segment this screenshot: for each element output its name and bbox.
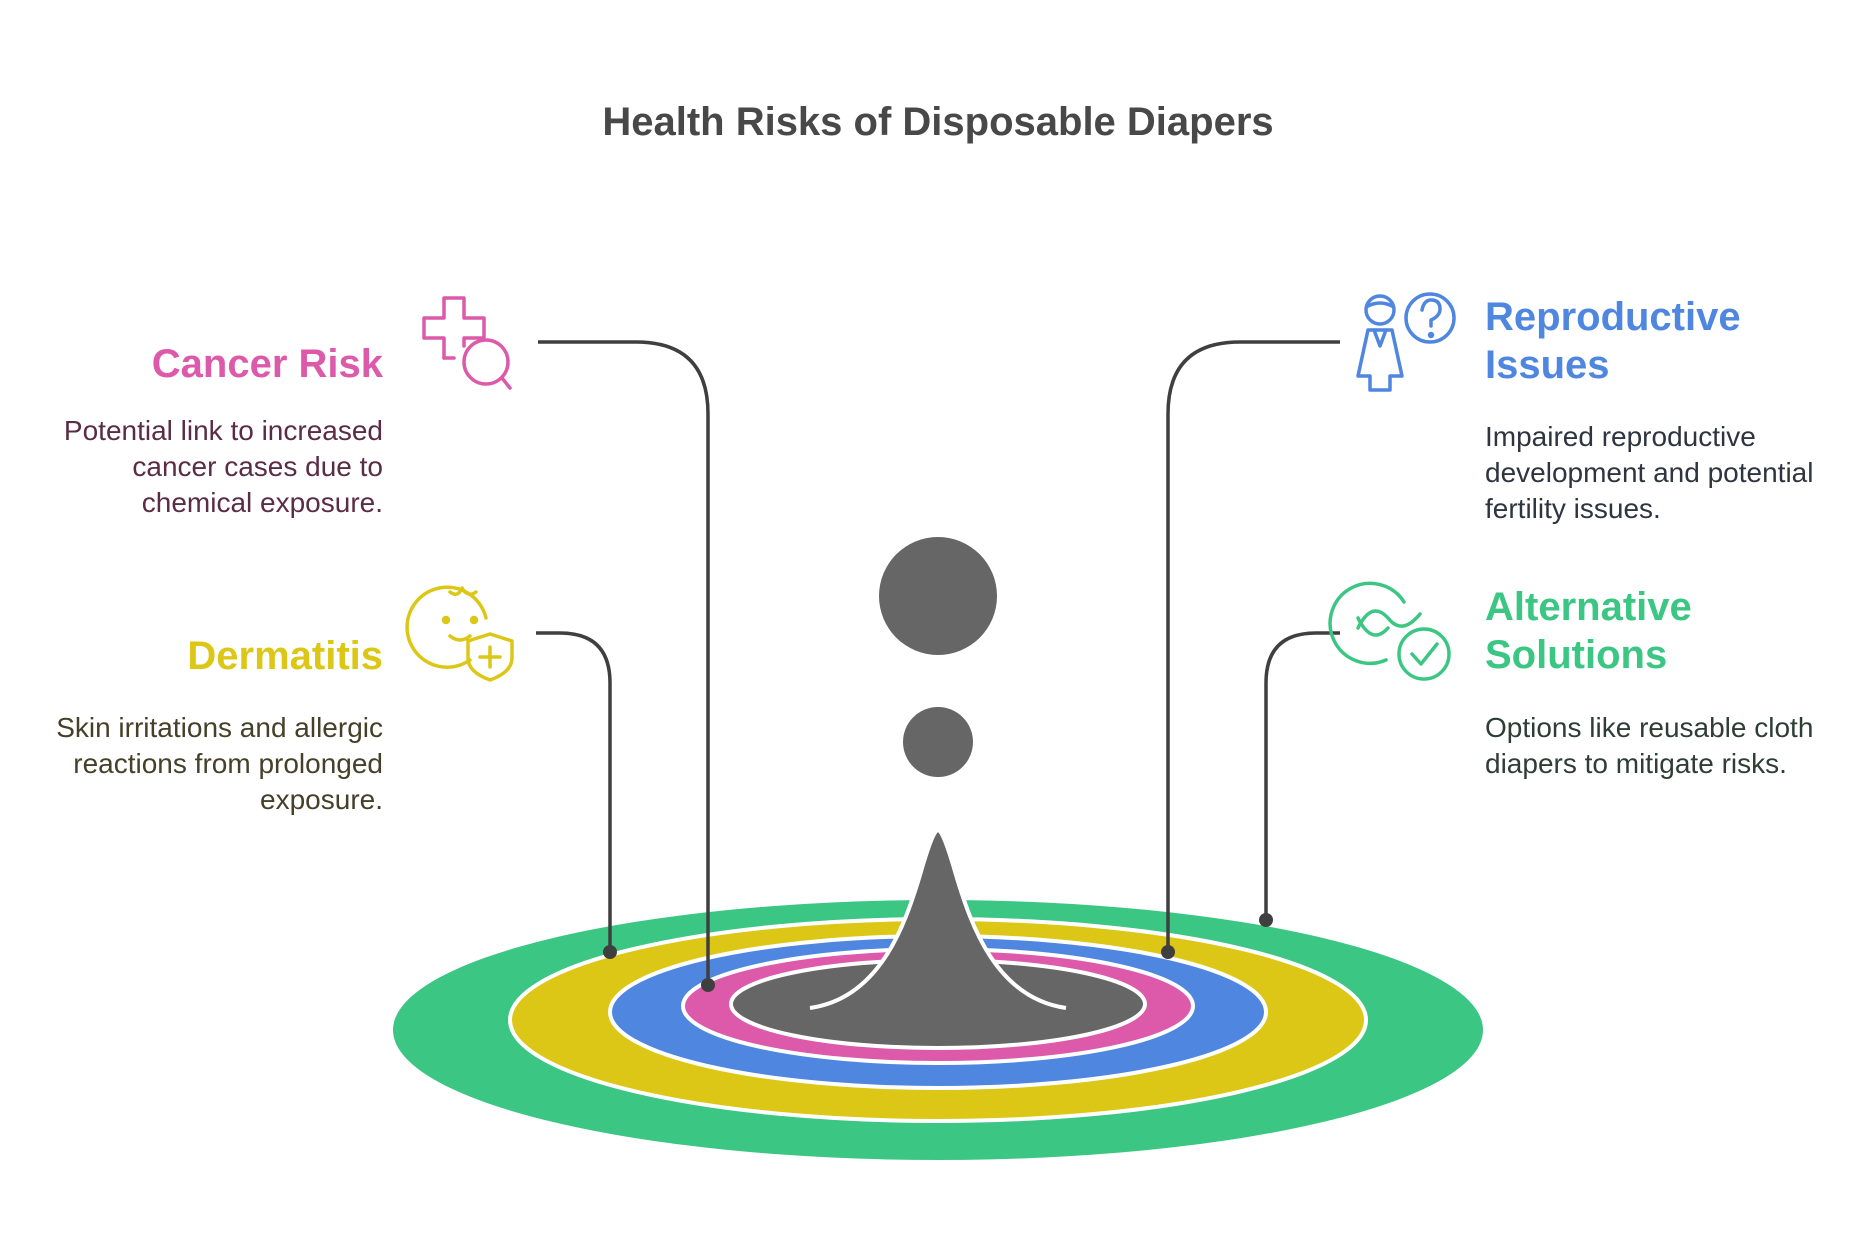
connector-alternative bbox=[1264, 631, 1340, 920]
drop-large bbox=[879, 537, 997, 655]
leaf-check-icon bbox=[1328, 581, 1451, 681]
dermatitis-description: Skin irritations and allergic reactions … bbox=[56, 712, 383, 815]
dermatitis-heading: Dermatitis bbox=[187, 634, 383, 678]
alternative-solutions-description: Options like reusable cloth diapers to m… bbox=[1485, 712, 1814, 779]
splash-peak bbox=[810, 830, 1066, 1008]
connector-dermatitis bbox=[536, 631, 612, 952]
alternative-solutions-heading: Alternative Solutions bbox=[1485, 585, 1692, 677]
connector-dot-reproductive bbox=[1161, 945, 1175, 959]
connector-dot-cancer bbox=[701, 978, 715, 992]
medical-search-icon bbox=[422, 296, 512, 390]
splash-peak-outline bbox=[809, 827, 1067, 1010]
cancer-risk-description: Potential link to increased cancer cases… bbox=[63, 415, 383, 518]
connector-reproductive bbox=[1166, 340, 1340, 952]
person-question-icon bbox=[1356, 292, 1456, 392]
reproductive-issues-description: Impaired reproductive development and po… bbox=[1485, 421, 1814, 524]
cancer-risk-heading: Cancer Risk bbox=[151, 342, 383, 386]
connector-dot-dermatitis bbox=[603, 945, 617, 959]
drop-small bbox=[903, 707, 973, 777]
connector-cancer bbox=[538, 340, 710, 985]
reproductive-issues-heading: Reproductive Issues bbox=[1485, 295, 1741, 387]
baby-shield-icon bbox=[405, 585, 514, 682]
connector-dot-alternative bbox=[1259, 913, 1273, 927]
page-title: Health Risks of Disposable Diapers bbox=[602, 100, 1274, 144]
